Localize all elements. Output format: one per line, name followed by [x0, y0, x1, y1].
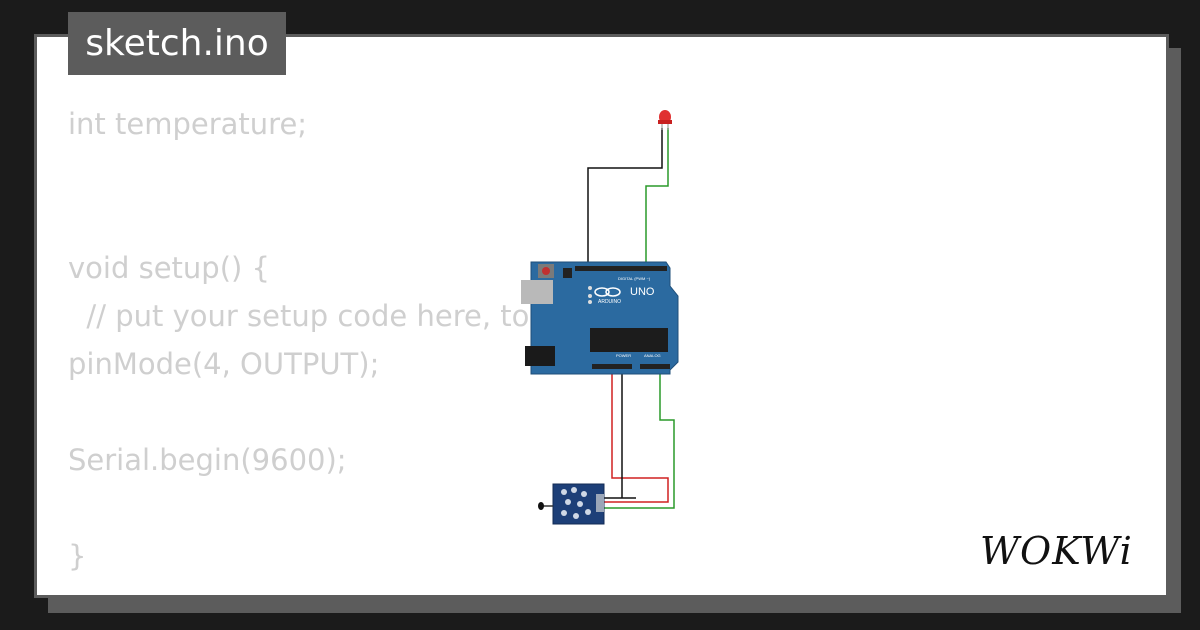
- wokwi-logo-text: WOKWi: [980, 529, 1133, 573]
- power-jack: [525, 346, 555, 366]
- code-line: Serial.begin(9600);: [68, 443, 347, 477]
- board-label-uno: UNO: [630, 286, 655, 298]
- wire-red-power: [604, 366, 669, 503]
- board-label-brand: ARDUINO: [598, 299, 621, 305]
- board-label-analog: ANALOG: [644, 353, 661, 358]
- wire-green-led: [645, 128, 669, 262]
- analog-header: [640, 364, 670, 369]
- temperature-sensor-module[interactable]: [538, 483, 605, 525]
- file-tab[interactable]: sketch.ino: [68, 12, 286, 75]
- wire-black-led: [587, 128, 663, 262]
- wokwi-logo: WOKWi: [980, 529, 1133, 573]
- code-line: }: [68, 539, 87, 573]
- led-component[interactable]: [658, 110, 672, 130]
- arduino-logo-icon: [594, 287, 610, 297]
- board-label-digital: DIGITAL (PWM ~): [618, 276, 651, 281]
- usb-connector: [521, 280, 553, 304]
- digital-header: [575, 266, 667, 271]
- code-line: pinMode(4, OUTPUT);: [68, 347, 380, 381]
- code-line: int temperature;: [68, 107, 308, 141]
- arduino-uno-board[interactable]: UNO ARDUINO DIGITAL (PWM ~) ANALOG POWER: [521, 261, 679, 375]
- code-line: void setup() {: [68, 251, 270, 285]
- thermistor-icon: [538, 502, 544, 510]
- power-header: [592, 364, 632, 369]
- wire-green-analog: [604, 366, 675, 509]
- wire-black-gnd: [604, 366, 636, 499]
- chip: [590, 328, 668, 352]
- board-label-power: POWER: [616, 353, 631, 358]
